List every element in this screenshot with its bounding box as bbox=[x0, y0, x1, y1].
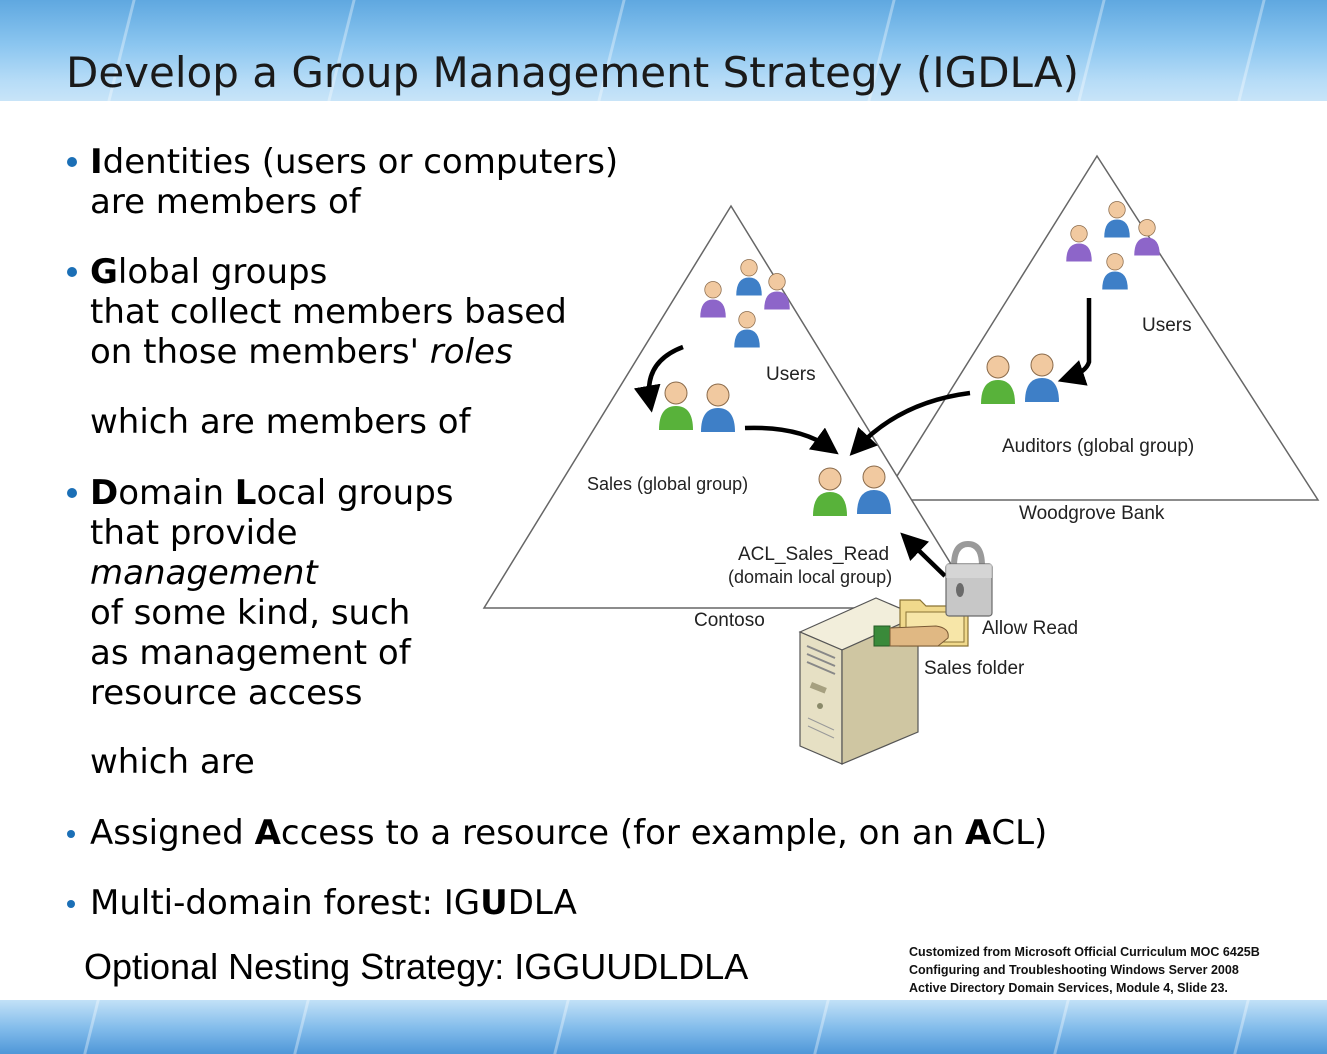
sales-folder-label: Sales folder bbox=[924, 658, 1025, 679]
arrow-icon bbox=[900, 532, 947, 578]
bullet-dot bbox=[67, 267, 77, 277]
contoso-users-label: Users bbox=[766, 364, 816, 385]
auditors-group-label: Auditors (global group) bbox=[1002, 436, 1194, 457]
contoso-domain-label: Contoso bbox=[694, 610, 765, 631]
woodgrove-domain-label: Woodgrove Bank bbox=[1019, 503, 1165, 524]
woodgrove-users-label: Users bbox=[1142, 315, 1192, 336]
contoso-triangle bbox=[482, 204, 980, 609]
arrow-icon bbox=[744, 425, 839, 455]
top-banner bbox=[0, 0, 1327, 101]
bullet-identities: Identities (users or computers) are memb… bbox=[90, 142, 619, 222]
arrow-icon bbox=[1057, 298, 1092, 386]
bullet-global: Global groups that collect members based… bbox=[90, 252, 567, 372]
slide-title: Develop a Group Management Strategy (IGD… bbox=[66, 48, 1080, 97]
arrow-icon bbox=[633, 344, 684, 413]
global-tail: which are members of bbox=[90, 402, 471, 442]
hand-icon bbox=[873, 625, 949, 647]
server-icon bbox=[798, 597, 920, 765]
domain-local-tail: which are bbox=[90, 742, 255, 782]
bullet-dot bbox=[67, 830, 75, 838]
optional-strategy: Optional Nesting Strategy: IGGUUDLDLA bbox=[84, 946, 749, 987]
bullet-domain-local: Domain Local groups that provide managem… bbox=[90, 473, 454, 713]
acl-group-sublabel: (domain local group) bbox=[728, 567, 892, 587]
allow-read-label: Allow Read bbox=[982, 618, 1078, 639]
bullet-dot bbox=[67, 488, 77, 498]
bullet-dot bbox=[67, 900, 75, 908]
acl-group-label: ACL_Sales_Read bbox=[738, 544, 889, 565]
bullet-multi-domain: Multi-domain forest: IGUDLA bbox=[90, 883, 577, 923]
bullet-dot bbox=[67, 157, 77, 167]
sales-group-label: Sales (global group) bbox=[587, 474, 748, 494]
bottom-banner bbox=[0, 1000, 1327, 1054]
arrow-icon bbox=[849, 390, 971, 456]
lock-icon bbox=[945, 540, 993, 617]
woodgrove-triangle bbox=[880, 154, 1320, 501]
credit-note: Customized from Microsoft Official Curri… bbox=[909, 945, 1260, 995]
bullet-assigned: Assigned Access to a resource (for examp… bbox=[90, 813, 1048, 853]
